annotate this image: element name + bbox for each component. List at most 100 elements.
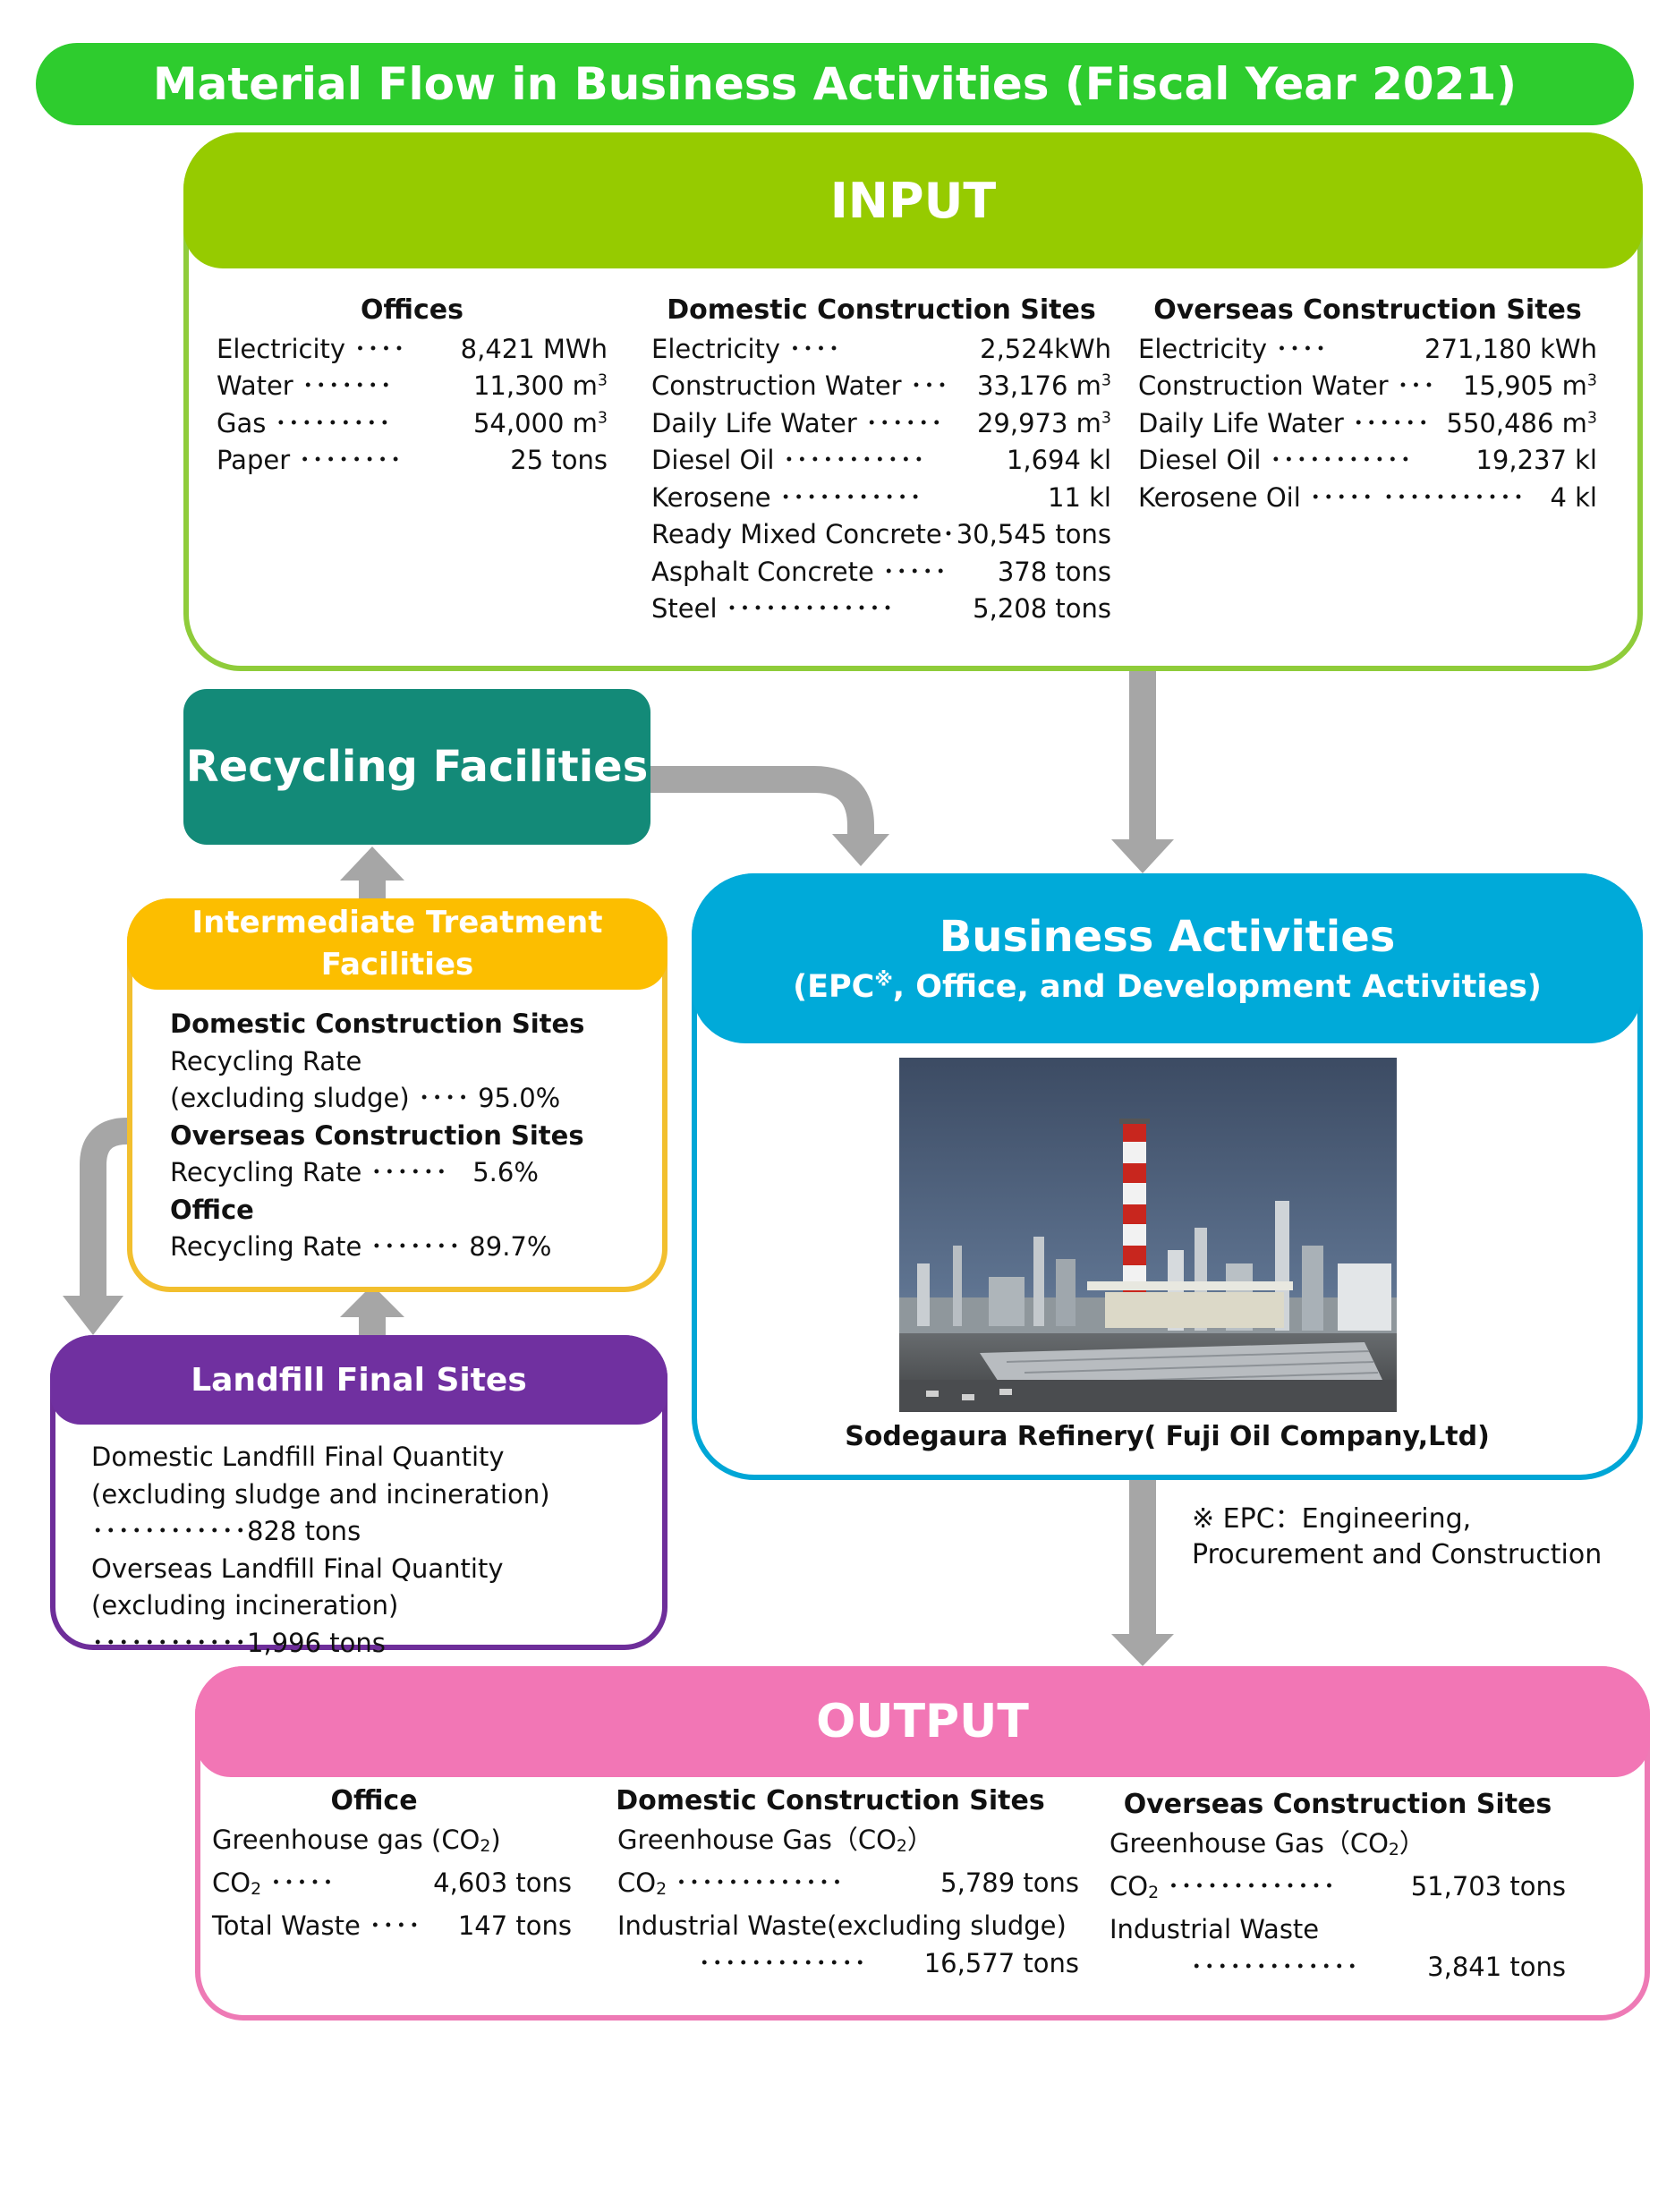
landfill-body: Domestic Landfill Final Quantity (exclud… [91, 1439, 550, 1662]
output-domestic-title: Domestic Construction Sites [616, 1785, 1045, 1816]
input-row-label: Electricity ････ [217, 333, 406, 364]
intermediate-domestic-line1: Recycling Rate [170, 1045, 362, 1076]
output-office-ghg-sub: 2 [480, 1836, 491, 1856]
output-overseas-co2-row: CO2 ･････････････ 51,703 tons [1110, 1868, 1566, 1911]
input-row-value-text: 4 kl [1550, 481, 1597, 513]
input-row-value-text: 25 tons [510, 445, 608, 475]
input-row-value: 33,176 m3 [977, 368, 1111, 405]
output-domestic-co2-sub: 2 [656, 1879, 667, 1899]
landfill-line6: ････････････1,996 tons [91, 1627, 386, 1658]
input-row-value-text: 11,300 m [472, 370, 598, 401]
input-header-text: INPUT [829, 172, 997, 229]
arrow-input-to-business-head [1111, 839, 1174, 873]
output-domestic-co2-value: 5,789 tons [940, 1867, 1079, 1898]
refinery-photo [899, 1058, 1397, 1412]
output-domestic-co2-dots: ･････････････ [667, 1867, 844, 1898]
input-row-value-text: 54,000 m [472, 407, 598, 438]
arrow-intermediate-to-landfill-head [63, 1296, 123, 1335]
business-activities-header: Business Activities (EPC※, Office, and D… [692, 873, 1643, 1043]
input-row-value: 550,486 m3 [1447, 405, 1597, 443]
output-office-co2-sub: 2 [251, 1879, 262, 1899]
input-row: Daily Life Water ･･････ 29,973 m3 [651, 405, 1111, 443]
output-overseas-co2-label: CO2 ･････････････ [1110, 1868, 1336, 1911]
input-row: Diesel Oil ･･･････････19,237 kl [1138, 442, 1597, 480]
input-row-value-text: 8,421 MWh [460, 333, 608, 364]
input-row-value-text: 15,905 m [1462, 370, 1587, 401]
epc-footnote-line1: ※ EPC：Engineering, [1192, 1503, 1472, 1535]
output-domestic-column: Domestic Construction Sites Greenhouse G… [616, 1782, 1079, 1983]
output-overseas-ghg: Greenhouse Gas（CO2） [1110, 1825, 1566, 1868]
output-office-ghg: Greenhouse gas (CO2) [212, 1822, 572, 1865]
input-row: Diesel Oil ･･･････････1,694 kl [651, 442, 1111, 480]
input-row: Gas ･････････ 54,000 m3 [217, 405, 608, 443]
output-office-co2-dots: ･････ [261, 1867, 335, 1898]
input-row-label: Daily Life Water ･･････ [1138, 407, 1431, 438]
output-section: OUTPUT Office Greenhouse gas (CO2) CO2 ･… [195, 1666, 1650, 2021]
output-domestic-ghg-sub: 2 [896, 1836, 907, 1856]
input-row: Daily Life Water ･･････ 550,486 m3 [1138, 405, 1597, 443]
input-row-label: Gas ･････････ [217, 407, 392, 438]
output-domestic-waste-value: 16,577 tons [923, 1947, 1079, 1978]
input-row: Kerosene Oil ･････ ･･･････････4 kl [1138, 480, 1597, 517]
input-row-value: 11 kl [1048, 480, 1111, 517]
arrow-intermediate-to-landfill [80, 1118, 128, 1297]
intermediate-treatment-section: Intermediate Treatment Facilities Domest… [127, 898, 667, 1292]
input-row: Paper ････････25 tons [217, 442, 608, 480]
input-row-value: 5,208 tons [973, 591, 1111, 628]
intermediate-treatment-header: Intermediate Treatment Facilities [127, 898, 667, 990]
input-row-label: Electricity ････ [651, 333, 841, 364]
input-row: Construction Water ･･･33,176 m3 [651, 368, 1111, 405]
business-subtitle-part-b: , Office, and Development Activities) [892, 969, 1542, 1005]
output-office-co2-row: CO2 ･････ 4,603 tons [212, 1865, 572, 1908]
arrow-business-to-output-head [1111, 1634, 1174, 1666]
intermediate-overseas-line: Recycling Rate ･･････ 5.6% [170, 1157, 539, 1187]
output-office-waste-label: Total Waste ････ [212, 1910, 421, 1942]
output-domestic-waste-dots: ･････････････ [698, 1947, 867, 1978]
output-overseas-co2-text: CO [1110, 1870, 1149, 1901]
input-row: Steel ･････････････5,208 tons [651, 591, 1111, 628]
intermediate-header-line2: Facilities [320, 947, 474, 983]
recycling-facilities-box: Recycling Facilities [183, 689, 650, 845]
output-office-column: Office Greenhouse gas (CO2) CO2 ･････ 4,… [212, 1782, 572, 1945]
output-domestic-waste-row: ･････････････ 16,577 tons [617, 1945, 1079, 1983]
input-row-unit-exponent: 3 [597, 409, 608, 428]
input-row-unit-exponent: 3 [1101, 409, 1111, 428]
input-row-value: 15,905 m3 [1463, 368, 1597, 405]
output-overseas-ghg-label: Greenhouse Gas（CO [1110, 1827, 1389, 1859]
output-office-title: Office [330, 1785, 418, 1816]
output-overseas-ghg-sub: 2 [1388, 1840, 1399, 1859]
input-row-value: 2,524kWh [980, 331, 1111, 369]
input-row-value: 8,421 MWh [461, 331, 608, 369]
landfill-final-sites-section: Landfill Final Sites Domestic Landfill F… [50, 1335, 667, 1658]
output-office-ghg-close: ) [490, 1824, 501, 1855]
input-row-label: Daily Life Water ･･････ [651, 407, 944, 438]
input-row: Construction Water ･･･15,905 m3 [1138, 368, 1597, 405]
output-domestic-co2-text: CO [617, 1867, 657, 1898]
output-overseas-waste-value: 3,841 tons [1427, 1951, 1566, 1982]
input-row-value-text: 11 kl [1048, 481, 1111, 513]
recycling-facilities-label: Recycling Facilities [185, 742, 649, 792]
input-row: Ready Mixed Concrete･30,545 tons [651, 516, 1111, 554]
input-row-unit-exponent: 3 [1101, 371, 1111, 390]
output-overseas-waste-dots: ･････････････ [1190, 1951, 1359, 1982]
landfill-header-text: Landfill Final Sites [191, 1361, 527, 1399]
input-row: Asphalt Concrete ･････378 tons [651, 554, 1111, 591]
input-row-value-text: 2,524kWh [980, 333, 1111, 364]
input-domestic-title: Domestic Construction Sites [667, 294, 1096, 326]
input-row-value: 29,973 m3 [977, 405, 1111, 443]
input-row: Electricity ････271,180 kWh [1138, 331, 1597, 369]
arrow-landfill-to-intermediate [359, 1315, 386, 1337]
intermediate-office-title: Office [170, 1194, 254, 1225]
output-domestic-ghg: Greenhouse Gas（CO2） [617, 1822, 1079, 1865]
output-domestic-ghg-close: ） [906, 1824, 933, 1855]
business-subtitle-mark: ※ [874, 968, 893, 991]
arrow-landfill-to-intermediate-head [340, 1285, 404, 1317]
intermediate-domestic-title: Domestic Construction Sites [170, 1008, 585, 1039]
output-office-ghg-label: Greenhouse gas (CO [212, 1824, 480, 1855]
output-header: OUTPUT [195, 1666, 1650, 1777]
page-title: Material Flow in Business Activities (Fi… [36, 43, 1634, 125]
input-row-label: Electricity ････ [1138, 333, 1328, 364]
output-office-co2-label: CO2 ･････ [212, 1865, 335, 1908]
input-row-value: 11,300 m3 [473, 368, 608, 405]
